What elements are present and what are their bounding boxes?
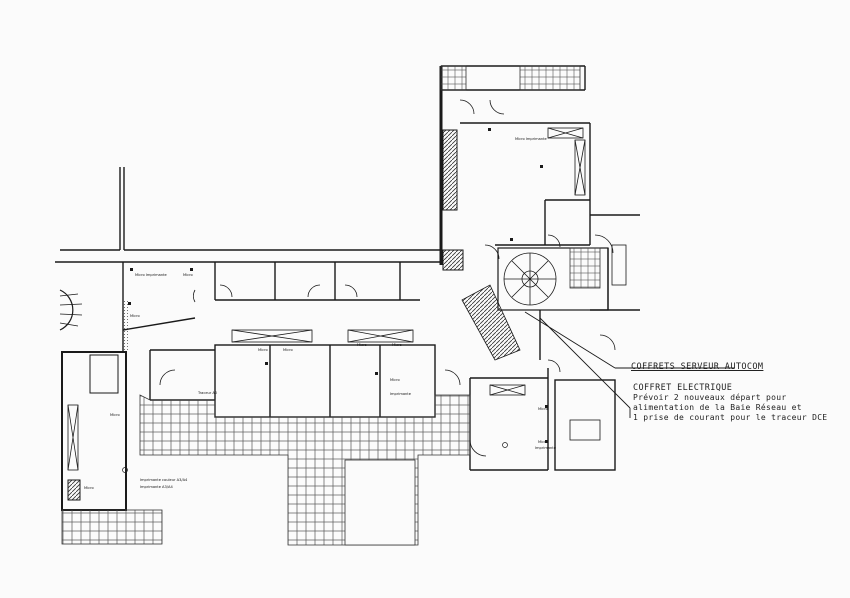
room-label-micro: Micro [110, 413, 120, 417]
electric-note-line1: Prévoir 2 nouveaux départ pour [633, 393, 787, 402]
room-label-micro: Micro [183, 273, 193, 277]
room-label-imprimante-a3: Imprimante A3/A4 [140, 485, 173, 489]
outlet-markers [122, 128, 548, 473]
room-label-micro-imprimante: Micro Imprimante [515, 137, 547, 141]
room-label-micro: Micro [392, 343, 402, 347]
room-label-imprimante: Imprimante [390, 392, 411, 396]
electric-note-line3: 1 prise de courant pour le traceur DCE [633, 413, 828, 422]
room-label-micro: Micro [258, 348, 268, 352]
hatched-columns [67, 129, 464, 501]
electric-cabinet-title: COFFRET ELECTRIQUE [633, 383, 733, 393]
leader-lines [524, 311, 735, 418]
room-label-micro: Micro [538, 407, 548, 411]
doors [159, 99, 616, 457]
server-cabinet-annotation: COFFRETS SERVEUR AUTOCOM [631, 362, 764, 372]
room-label-imprimante-couleur: Imprimante couleur A3/A4 [140, 478, 188, 482]
room-label-micro: Micro [283, 348, 293, 352]
room-label-micro: Micro [130, 314, 140, 318]
room-label-traceur: Traceur A0 [198, 391, 218, 395]
room-label-imprimante: Imprimante [535, 446, 556, 450]
furniture-crosses [67, 127, 627, 471]
staircases [59, 252, 557, 361]
terrace-tiles [61, 65, 601, 546]
electric-note-line2: alimentation de la Baie Réseau et [633, 403, 802, 412]
room-label-micro-imprimante: Micro Imprimante [135, 273, 167, 277]
room-label-micro: Micro [84, 486, 94, 490]
room-label-micro: Micro [538, 440, 548, 444]
room-label-micro: Micro [390, 378, 400, 382]
room-label-micro: Micro [357, 343, 367, 347]
